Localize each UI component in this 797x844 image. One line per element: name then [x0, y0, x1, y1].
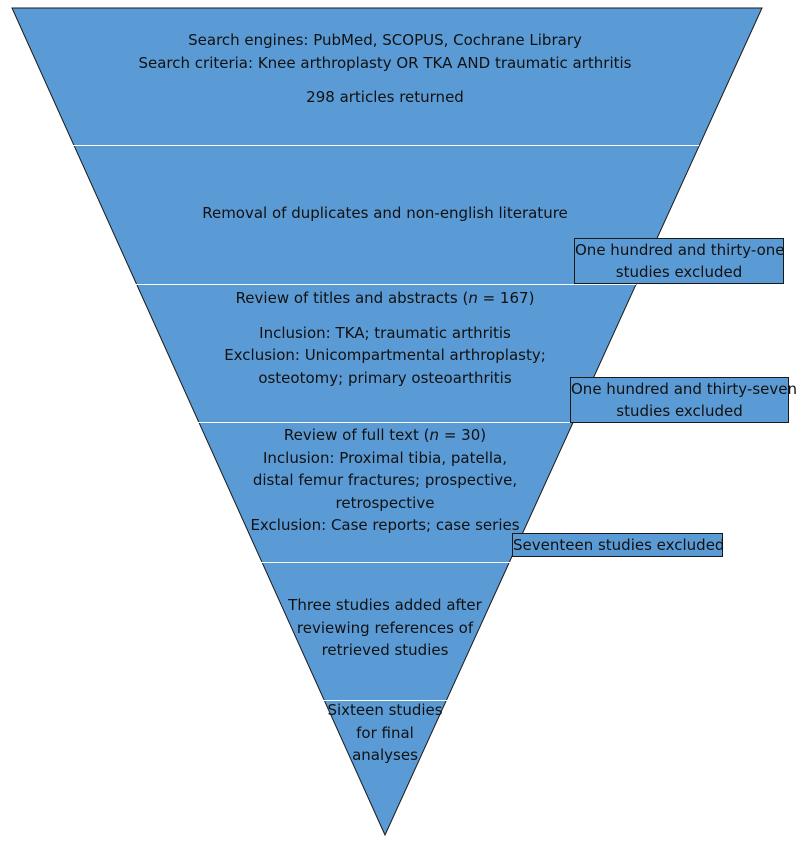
- stage-references-line-2: reviewing references of: [296, 618, 474, 637]
- stage-full-text-inclusion-cont-1: distal femur fractures; prospective,: [252, 471, 518, 489]
- stage-duplicates: Removal of duplicates and non-english li…: [130, 202, 640, 225]
- exclusion-box-duplicates: One hundred and thirty-one studies exclu…: [574, 238, 785, 284]
- stage-full-text-title: Review of full text (n = 30): [283, 426, 487, 444]
- exclusion-box-title-abstract: One hundred and thirty-seven studies exc…: [570, 377, 797, 423]
- stage-search-count: 298 articles returned: [306, 88, 464, 106]
- exclusion-box-title-abstract-line-2: studies excluded: [616, 402, 743, 420]
- exclusion-box-full-text: Seventeen studies excluded: [512, 533, 725, 557]
- stage-duplicates-line-1: Removal of duplicates and non-english li…: [202, 204, 568, 222]
- stage-references-line-1: Three studies added after: [288, 596, 482, 614]
- stage-final-analyses: Sixteen studies for final analyses: [310, 699, 460, 767]
- stage-final-line-3: analyses: [352, 746, 418, 764]
- stage-search-line-1: Search engines: PubMed, SCOPUS, Cochrane…: [188, 31, 582, 49]
- stage-final-line-2: for final: [356, 723, 414, 742]
- exclusion-box-full-text-line-1: Seventeen studies excluded: [513, 536, 725, 554]
- stage-full-text-review: Review of full text (n = 30) Inclusion: …: [230, 424, 540, 537]
- exclusion-box-duplicates-line-1: One hundred and thirty-one: [575, 241, 785, 259]
- exclusion-box-title-abstract-line-1: One hundred and thirty-seven: [571, 380, 797, 398]
- stage-title-abstract-inclusion: Inclusion: TKA; traumatic arthritis: [259, 323, 511, 342]
- stage-title-abstract-exclusion: Exclusion: Unicompartmental arthroplasty…: [224, 346, 546, 364]
- stage-search: Search engines: PubMed, SCOPUS, Cochrane…: [100, 29, 670, 109]
- stage-full-text-exclusion: Exclusion: Case reports; case series: [250, 516, 520, 534]
- stage-full-text-inclusion: Inclusion: Proximal tibia, patella,: [262, 448, 508, 467]
- stage-references-line-3: retrieved studies: [321, 641, 449, 659]
- stage-title-abstract-review: Review of titles and abstracts (n = 167)…: [170, 287, 600, 389]
- stage-references-added: Three studies added after reviewing refe…: [270, 594, 500, 662]
- stage-search-line-2: Search criteria: Knee arthroplasty OR TK…: [138, 53, 632, 72]
- stage-final-line-1: Sixteen studies: [327, 701, 443, 719]
- stage-title-abstract-exclusion-cont: osteotomy; primary osteoarthritis: [258, 368, 512, 387]
- stage-title-abstract-title: Review of titles and abstracts (n = 167): [235, 289, 535, 307]
- exclusion-box-duplicates-line-2: studies excluded: [615, 263, 743, 281]
- stage-full-text-inclusion-cont-2: retrospective: [335, 493, 435, 512]
